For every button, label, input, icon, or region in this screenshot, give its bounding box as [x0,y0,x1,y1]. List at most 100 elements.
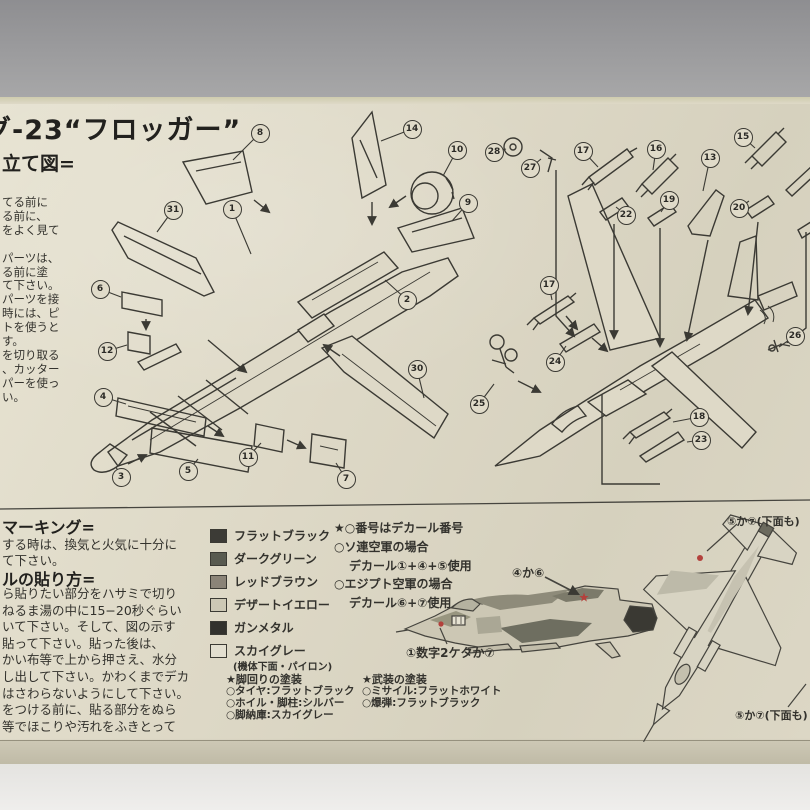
decal-number-notes: ★○番号はデカール番号○ソ連空軍の場合デカール①+④+⑤使用○エジプト空軍の場合… [334,519,472,613]
color-swatch [210,620,227,635]
part-number-badge: 9 [458,193,478,213]
part-number-badge: 13 [700,148,720,168]
text-line: はさわらないようにして下さい。 [2,685,189,701]
part-number-badge: 7 [336,469,356,489]
legend-item: フラットブラック [210,524,332,547]
top-view-camouflage-drawing [642,514,807,743]
part-number-badge: 18 [689,407,709,427]
color-label: スカイグレー [234,644,306,658]
box-bottom-edge [0,740,810,765]
legend-item: ダークグリーン [210,547,332,570]
decal-application-heading: ルの貼り方= [2,570,96,589]
part-number-badge: 6 [90,279,110,299]
weapons-paint-items: ○ミサイル:フラットホワイト○爆弾:フラットブラック [362,685,501,710]
side-view-camouflage-drawing [395,576,658,659]
text-line: パーツを接 [2,292,60,307]
text-line: ○脚納庫:スカイグレー [226,708,334,721]
text-line: い。 [2,389,25,404]
part-number-badge: 31 [163,200,183,220]
text-line: す。 [2,334,24,349]
background-surface-top [0,0,810,97]
legend-item: デザートイエロー [210,593,332,616]
legend-item: ガンメタル [210,616,332,639]
color-label: レッドブラウン [234,575,319,589]
text-line: て下さい。 [2,278,60,293]
part-number-badge: 22 [616,205,636,225]
text-line: ○爆弾:フラットブラック [362,696,481,709]
color-label: デザートイエロー [234,598,330,612]
color-swatch [210,597,227,612]
part-number-badge: 16 [646,139,666,159]
color-swatch [210,643,227,658]
part-number-badge: 12 [97,341,117,361]
painting-caution-text: する時は、換気と火気に十分に て下さい。 [2,537,177,568]
landing-gear-paint-items: ○タイヤ:フラットブラック○ホイル・脚柱:シルバー○脚納庫:スカイグレー [226,684,355,722]
legend-item: スカイグレー [210,639,332,662]
text-line: し出して下さい。かわくまでデカ [2,668,190,684]
part-number-badge: 15 [733,127,753,147]
text-line: 貼って下さい。貼った後は、 [2,635,164,651]
painting-caution-line: する時は、換気と火気に十分に [2,537,178,552]
text-line: る前に、 [2,208,48,223]
decal-note-line: ○エジプト空軍の場合 [334,577,453,592]
kit-title: グ-23“フロッガー” [0,115,242,146]
background-surface-bottom [0,764,810,810]
text-line: 時には、ピ [2,306,60,321]
part-number-badge: 10 [447,140,467,160]
part-number-badge: 14 [402,119,422,139]
text-line: てる前に [2,195,48,209]
section-divider-line [0,499,810,510]
painting-caution-line: て下さい。 [2,552,65,568]
text-line: トを使うと [2,320,60,335]
part-number-badge: 20 [729,198,749,218]
color-sublabel: (機体下面・パイロン) [233,662,333,673]
text-line: ○ホイル・脚柱:シルバー [226,696,345,709]
color-swatch [210,574,227,589]
part-number-badge: 17 [539,275,559,295]
part-number-badge: 4 [93,387,113,407]
legend-item: レッドブラウン [210,570,332,593]
part-number-badge: 1 [222,199,242,219]
text-line: ら貼りたい部分をハサミで切り [2,586,178,601]
part-number-badge: 28 [484,142,504,162]
part-number-badge: 2 [397,290,417,310]
assembly-diagram-heading: 立て図= [2,153,75,175]
top-view-decal-label-lower: ⑤か⑦(下面も) [735,709,808,722]
text-line: る前に塗 [2,264,48,279]
front-fuselage-exploded-view [90,110,475,473]
part-number-badge: 17 [573,141,593,161]
text-line: を切り取る [2,347,60,362]
part-number-badge: 30 [407,359,427,379]
part-number-badge: 25 [469,394,489,414]
top-view-decal-label-upper: ⑤か⑦(下面も) [727,515,800,528]
part-number-badge: 27 [520,158,540,178]
color-label: フラットブラック [234,529,331,543]
weapons-paint-column: ★武装の塗装 ○ミサイル:フラットホワイト○爆弾:フラットブラック [362,674,501,710]
part-number-badge: 8 [250,123,270,143]
color-label: ガンメタル [234,621,294,635]
side-view-tail-decal-label: ④か⑥ [512,566,545,580]
decal-note-line: デカール⑥+⑦使用 [349,596,452,611]
landing-gear-paint-heading: ★脚回りの塗装 [226,673,302,686]
part-number-badge: 24 [545,352,565,372]
color-swatch [210,528,227,543]
paint-color-legend: フラットブラックダークグリーンレッドブラウンデザートイエローガンメタルスカイグレ… [210,524,332,673]
text-line: 、カッター [2,361,60,376]
text-line: ○タイヤ:フラットブラック [226,684,355,697]
painting-marking-heading: マーキング= [2,518,95,537]
side-view-nose-decal-label: ①数字2ケタか⑦ [406,646,495,660]
part-number-badge: 11 [238,447,258,467]
color-label: ダークグリーン [234,552,317,566]
airframe-weapons-exploded-view [489,127,810,485]
weapons-paint-heading: ★武装の塗装 [362,673,427,686]
part-number-badge: 19 [659,190,679,210]
assembly-intro-text: てる前にる前に、をよく見て パーツは、る前に塗て下さい。パーツを接時には、ピトを… [2,195,60,405]
text-line: パーツは、 [2,250,60,265]
text-line: パーを使っ [2,375,60,390]
decal-note-line: デカール①+④+⑤使用 [349,558,472,573]
color-swatch [210,551,227,566]
part-number-badge: 3 [111,467,131,487]
part-number-badge: 26 [785,326,805,346]
